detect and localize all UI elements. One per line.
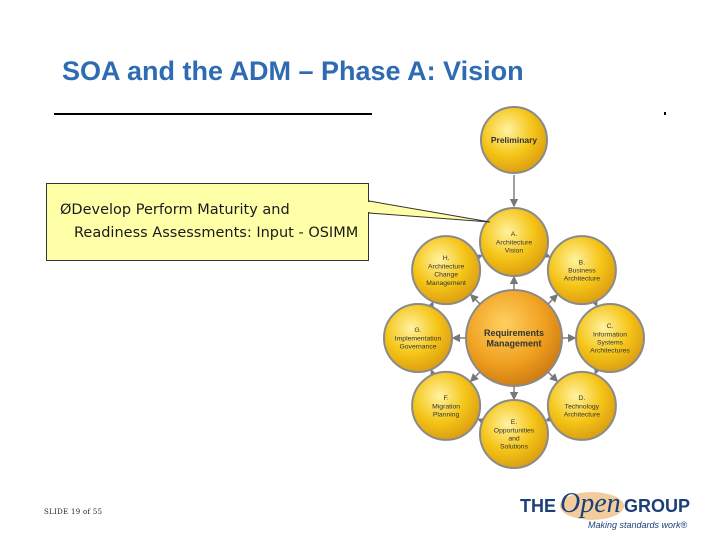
phase-g-node	[383, 303, 453, 373]
title-underline	[54, 113, 372, 115]
logo-swoosh-icon	[560, 492, 624, 520]
bullet-arrow-icon: Ø	[60, 202, 72, 218]
link-phase-cycle	[426, 301, 434, 311]
logo-group: GROUP	[624, 496, 691, 516]
phase-h-node	[411, 235, 482, 306]
callout-box	[46, 183, 369, 261]
divider-dot	[664, 112, 666, 115]
logo-open: Open	[560, 488, 621, 519]
slide-title: SOA and the ADM – Phase A: Vision	[62, 56, 524, 86]
link-center-phase	[469, 364, 488, 383]
phase-b-node	[546, 235, 617, 306]
requirements-management-node	[465, 289, 563, 387]
link-phase-cycle	[430, 369, 438, 379]
link-center-phase	[469, 293, 488, 312]
link-phase-cycle	[545, 414, 555, 422]
logo-tagline: Making standards work®	[588, 520, 688, 530]
logo-the: THE	[520, 496, 556, 516]
link-center-phase	[540, 364, 559, 383]
callout-line-1: Develop Perform Maturity and	[71, 202, 290, 218]
slide-number: SLIDE 19 of 55	[44, 508, 103, 516]
link-phase-cycle	[477, 418, 487, 426]
phase-a-node	[479, 207, 549, 277]
phase-preliminary-node	[480, 106, 548, 174]
phase-c-node	[575, 303, 645, 373]
diagram-links	[426, 175, 602, 426]
link-center-phase	[540, 293, 559, 312]
phase-preliminary-label: Preliminary	[491, 135, 538, 145]
link-phase-cycle	[473, 254, 483, 262]
link-phase-cycle	[541, 250, 551, 258]
callout-text: ØDevelop Perform Maturity and Readiness …	[60, 199, 370, 245]
phase-e-node	[479, 399, 549, 469]
open-group-logo: THE Open GROUP Making standards work®	[520, 488, 690, 534]
phase-f-node	[411, 370, 482, 441]
link-phase-cycle	[594, 365, 602, 375]
link-phase-cycle	[590, 297, 598, 307]
callout-line-2: Readiness Assessments: Input - OSIMM	[74, 225, 359, 241]
phase-d-node	[546, 370, 617, 441]
